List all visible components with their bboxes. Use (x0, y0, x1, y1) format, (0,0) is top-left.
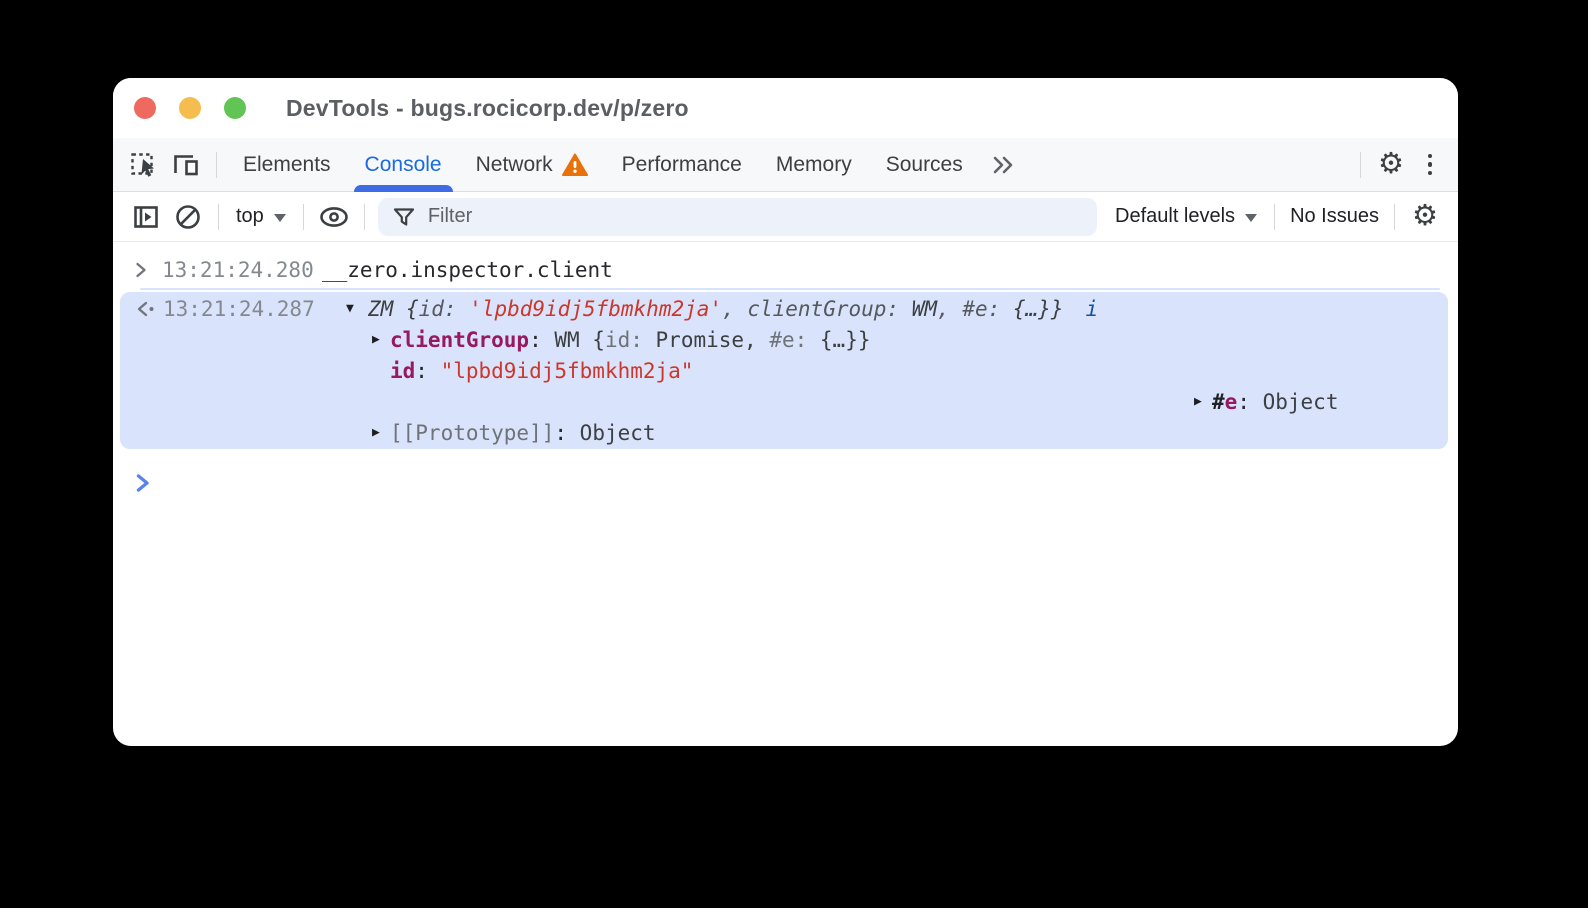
divider (363, 203, 365, 230)
console-messages: 13:21:24.280 __zero.inspector.client 13:… (113, 242, 1458, 503)
console-prompt[interactable] (113, 463, 1458, 503)
tab-sources[interactable]: Sources (869, 138, 980, 192)
tab-label: Memory (775, 152, 852, 176)
issues-counter[interactable]: No Issues (1290, 205, 1379, 227)
create-live-expression-button[interactable] (313, 196, 355, 238)
title-bar: DevTools - bugs.rocicorp.dev/p/zero (113, 78, 1458, 138)
eye-icon (318, 204, 350, 230)
preview-key: clientGroup: (747, 296, 912, 321)
zoom-window-button[interactable] (224, 97, 246, 119)
log-levels-label: Default levels (1115, 205, 1236, 227)
console-result-message: 13:21:24.287 ▼ ZM {id: 'lpbd9idj5fbmkhm2… (120, 292, 1448, 449)
tab-label: Sources (885, 152, 963, 176)
property-name: clientGroup (390, 327, 530, 352)
divider (218, 203, 219, 230)
tab-network[interactable]: Network (459, 138, 605, 192)
filter-funnel-icon (392, 205, 416, 229)
divider (1360, 151, 1361, 178)
context-label: top (236, 205, 264, 227)
tab-performance[interactable]: Performance (605, 138, 759, 192)
minimize-window-button[interactable] (179, 97, 201, 119)
block-icon (174, 203, 202, 231)
console-sidebar-toggle-button[interactable] (125, 196, 167, 238)
filter-box[interactable] (377, 197, 1097, 236)
timestamp: 13:21:24.280 (162, 257, 314, 282)
more-tabs-button[interactable] (980, 144, 1026, 186)
preview-key: id: (418, 296, 470, 321)
tab-label: Performance (621, 152, 742, 176)
property-name: [[Prototype]] (390, 420, 555, 445)
property-value: WM { (554, 327, 605, 352)
message-divider (140, 288, 1440, 290)
chevron-down-icon (1245, 213, 1258, 222)
show-sidebar-icon (132, 203, 160, 231)
preview-string: 'lpbd9idj5fbmkhm2ja' (469, 296, 723, 321)
tab-memory[interactable]: Memory (759, 138, 869, 192)
gear-icon: ⚙ (1412, 200, 1438, 232)
device-toolbar-button[interactable] (165, 144, 207, 186)
tab-elements[interactable]: Elements (226, 138, 348, 192)
warning-icon (561, 153, 588, 177)
divider (302, 203, 304, 230)
console-settings-button[interactable]: ⚙ (1404, 196, 1446, 238)
property-name: e (1224, 389, 1238, 414)
property-row-private-e[interactable]: ▶ #e: Object (1194, 389, 1339, 414)
log-levels-dropdown[interactable]: Default levels (1107, 205, 1265, 228)
execution-context-selector[interactable]: top (228, 205, 294, 228)
timestamp: 13:21:24.287 (163, 296, 315, 321)
property-name: id (390, 358, 416, 383)
tab-label: Network (475, 152, 553, 176)
filter-input[interactable] (427, 205, 1083, 228)
object-preview-row: 13:21:24.287 ▼ ZM {id: 'lpbd9idj5fbmkhm2… (120, 293, 1448, 324)
panel-tab-bar: Elements Console Network Performance Mem… (113, 138, 1458, 192)
input-chevron-icon (134, 261, 162, 279)
tab-console[interactable]: Console (348, 138, 459, 192)
device-toolbar-icon (171, 150, 201, 180)
close-window-button[interactable] (134, 97, 156, 119)
divider (216, 151, 217, 178)
property-row-id[interactable]: id: "lpbd9idj5fbmkhm2ja" (390, 358, 694, 383)
object-preview[interactable]: ZM {id: 'lpbd9idj5fbmkhm2ja', clientGrou… (368, 296, 1064, 321)
property-value: Object (579, 420, 656, 445)
divider (1394, 203, 1395, 230)
traffic-lights (113, 97, 246, 119)
settings-button[interactable]: ⚙ (1370, 144, 1412, 186)
chevron-down-icon (273, 213, 286, 222)
clear-console-button[interactable] (167, 196, 209, 238)
property-row-clientGroup[interactable]: ▶ clientGroup: WM {id: Promise, #e: {…}} (372, 327, 871, 352)
preview-key: #e: (962, 296, 1013, 321)
gear-icon: ⚙ (1378, 148, 1404, 180)
tab-label: Console (364, 152, 442, 176)
property-row-prototype[interactable]: ▶ [[Prototype]]: Object (372, 420, 656, 445)
tab-label: Elements (243, 152, 331, 176)
expand-triangle[interactable]: ▶ (1194, 394, 1202, 409)
inspect-cursor-icon (129, 150, 159, 180)
collapse-triangle[interactable]: ▼ (346, 301, 354, 316)
expand-triangle[interactable]: ▶ (372, 332, 380, 347)
property-value: "lpbd9idj5fbmkhm2ja" (440, 358, 694, 383)
class-name: ZM (368, 296, 394, 321)
devtools-window: DevTools - bugs.rocicorp.dev/p/zero Elem… (113, 78, 1458, 746)
property-value: Object (1262, 389, 1339, 414)
console-input-echo-row: 13:21:24.280 __zero.inspector.client (113, 251, 1458, 288)
evaluated-expression: __zero.inspector.client (322, 257, 613, 282)
divider (1274, 203, 1276, 230)
info-icon[interactable]: i (1085, 296, 1099, 321)
kebab-menu-icon (1427, 153, 1433, 176)
prompt-chevron-icon (134, 472, 162, 494)
customize-devtools-button[interactable] (1412, 144, 1448, 186)
console-toolbar: top Default levels No (113, 192, 1458, 242)
double-chevron-right-icon (989, 154, 1017, 176)
window-title: DevTools - bugs.rocicorp.dev/p/zero (286, 94, 689, 121)
expand-triangle[interactable]: ▶ (372, 425, 380, 440)
inspect-element-button[interactable] (123, 144, 165, 186)
return-value-icon (135, 300, 163, 318)
